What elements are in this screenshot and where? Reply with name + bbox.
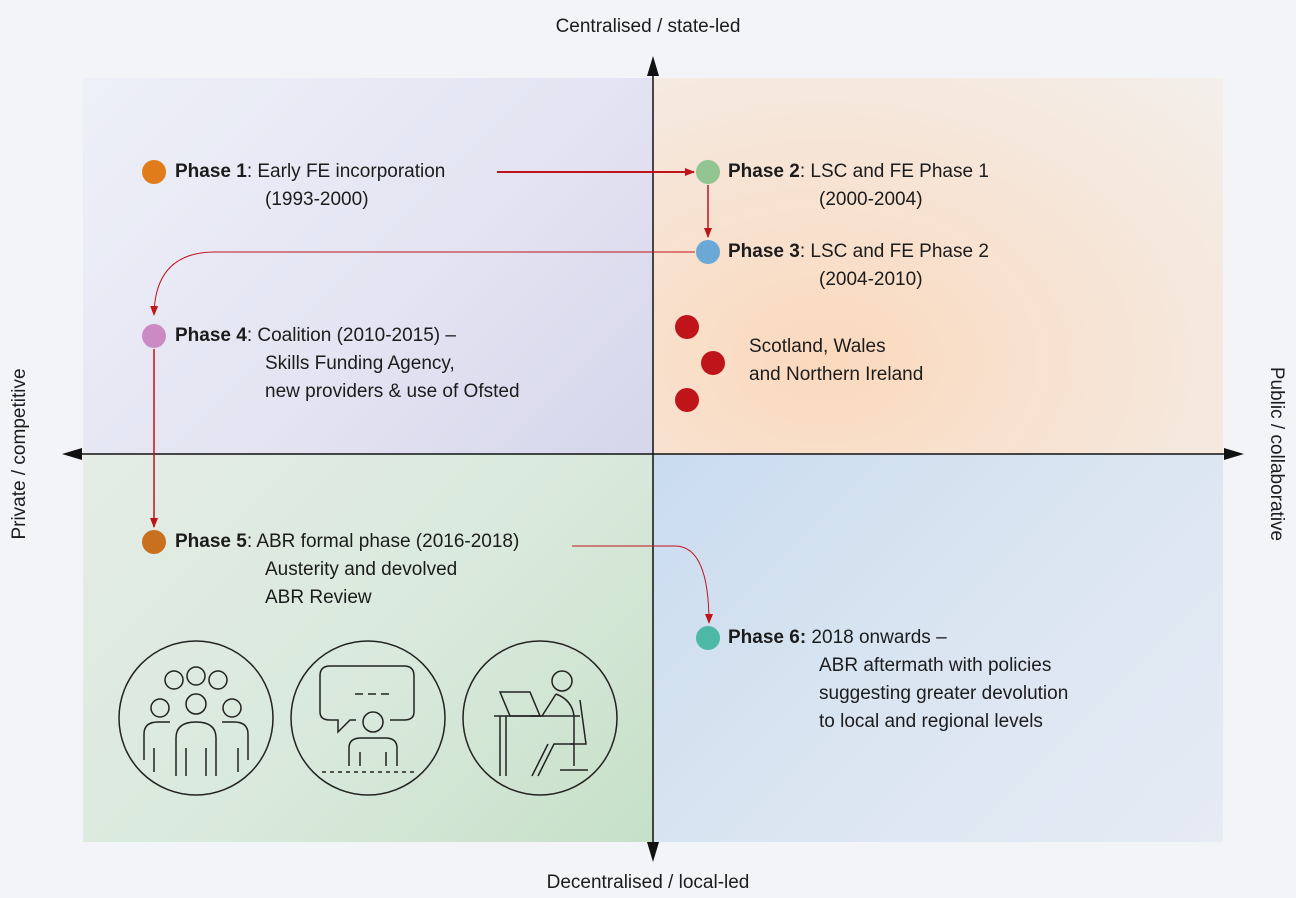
nations-line1: Scotland, Wales	[749, 336, 886, 357]
person-at-desk-with-laptop-icon	[462, 640, 618, 796]
phase-3-desc-line2: (2004-2010)	[819, 269, 923, 290]
phase-arrows	[150, 168, 713, 624]
nations-label: Scotland, Wales and Northern Ireland	[749, 333, 923, 389]
nation-dot-northern-ireland	[675, 388, 699, 412]
phase-6-desc-line4: to local and regional levels	[819, 711, 1043, 732]
quadrant-centralised-private	[83, 78, 653, 454]
phase-5-dot	[142, 530, 166, 554]
phase-1-label: Phase 1: Early FE incorporation (1993-20…	[175, 158, 445, 214]
quadrant-decentralised-private	[83, 454, 653, 842]
phase-3-desc-line1: : LSC and FE Phase 2	[799, 241, 989, 262]
phase-5-name: Phase 5	[175, 531, 247, 552]
phase-4-desc-line3: new providers & use of Ofsted	[265, 381, 520, 402]
phase-5-desc-line3: ABR Review	[265, 587, 372, 608]
nation-dot-wales	[701, 351, 725, 375]
phase-5-desc-line1: : ABR formal phase (2016-2018)	[246, 531, 520, 552]
speaker-with-speech-bubble-icon	[290, 640, 446, 796]
phase-2-desc-line2: (2000-2004)	[819, 189, 923, 210]
phase-1-desc-line2: (1993-2000)	[265, 189, 369, 210]
axis-label-private: Private / competitive	[9, 368, 30, 540]
axes	[62, 56, 1244, 862]
phase-6-desc-line1: 2018 onwards –	[806, 627, 947, 648]
phase-6-name: Phase 6:	[728, 627, 807, 648]
phase-1-desc-line1: : Early FE incorporation	[246, 161, 446, 182]
phase-1-dot	[142, 160, 166, 184]
arrow-phase5-to-phase6	[572, 545, 713, 624]
phase-4-desc-line2: Skills Funding Agency,	[265, 353, 455, 374]
phase-4-name: Phase 4	[175, 325, 247, 346]
quadrant-decentralised-public	[653, 454, 1223, 842]
phase-5-label: Phase 5: ABR formal phase (2016-2018) Au…	[175, 528, 519, 612]
axis-arrow-down-icon	[647, 842, 659, 862]
phase-3-label: Phase 3: LSC and FE Phase 2 (2004-2010)	[728, 238, 989, 294]
axis-arrow-right-icon	[1224, 448, 1244, 460]
phase-6-desc-line3: suggesting greater devolution	[819, 683, 1069, 704]
phase-4-desc-line1: : Coalition (2010-2015) –	[246, 325, 456, 346]
axis-arrow-up-icon	[647, 56, 659, 76]
phase-5-desc-line2: Austerity and devolved	[265, 559, 458, 580]
axis-label-public: Public / collaborative	[1266, 366, 1287, 542]
phase-6-dot	[696, 626, 720, 650]
axis-arrow-left-icon	[62, 448, 82, 460]
nations-line2: and Northern Ireland	[749, 364, 924, 385]
axis-label-decentralised: Decentralised / local-led	[546, 872, 750, 893]
phase-2-dot	[696, 160, 720, 184]
phase-4-label: Phase 4: Coalition (2010-2015) – Skills …	[175, 322, 520, 406]
phase-3-dot	[696, 240, 720, 264]
phase-3-name: Phase 3	[728, 241, 800, 262]
phase-1-name: Phase 1	[175, 161, 247, 182]
quadrant-centralised-public	[653, 78, 1223, 454]
phase-2-label: Phase 2: LSC and FE Phase 1 (2000-2004)	[728, 158, 989, 214]
phase-2-desc-line1: : LSC and FE Phase 1	[799, 161, 989, 182]
nation-dot-scotland	[675, 315, 699, 339]
phase-4-dot	[142, 324, 166, 348]
phase-6-desc-line2: ABR aftermath with policies	[819, 655, 1052, 676]
group-of-people-icon	[118, 640, 274, 796]
axis-label-centralised: Centralised / state-led	[555, 16, 741, 37]
phase-6-label: Phase 6: 2018 onwards – ABR aftermath wi…	[728, 624, 1068, 736]
arrow-phase3-to-phase4	[150, 251, 695, 316]
phase-2-name: Phase 2	[728, 161, 800, 182]
